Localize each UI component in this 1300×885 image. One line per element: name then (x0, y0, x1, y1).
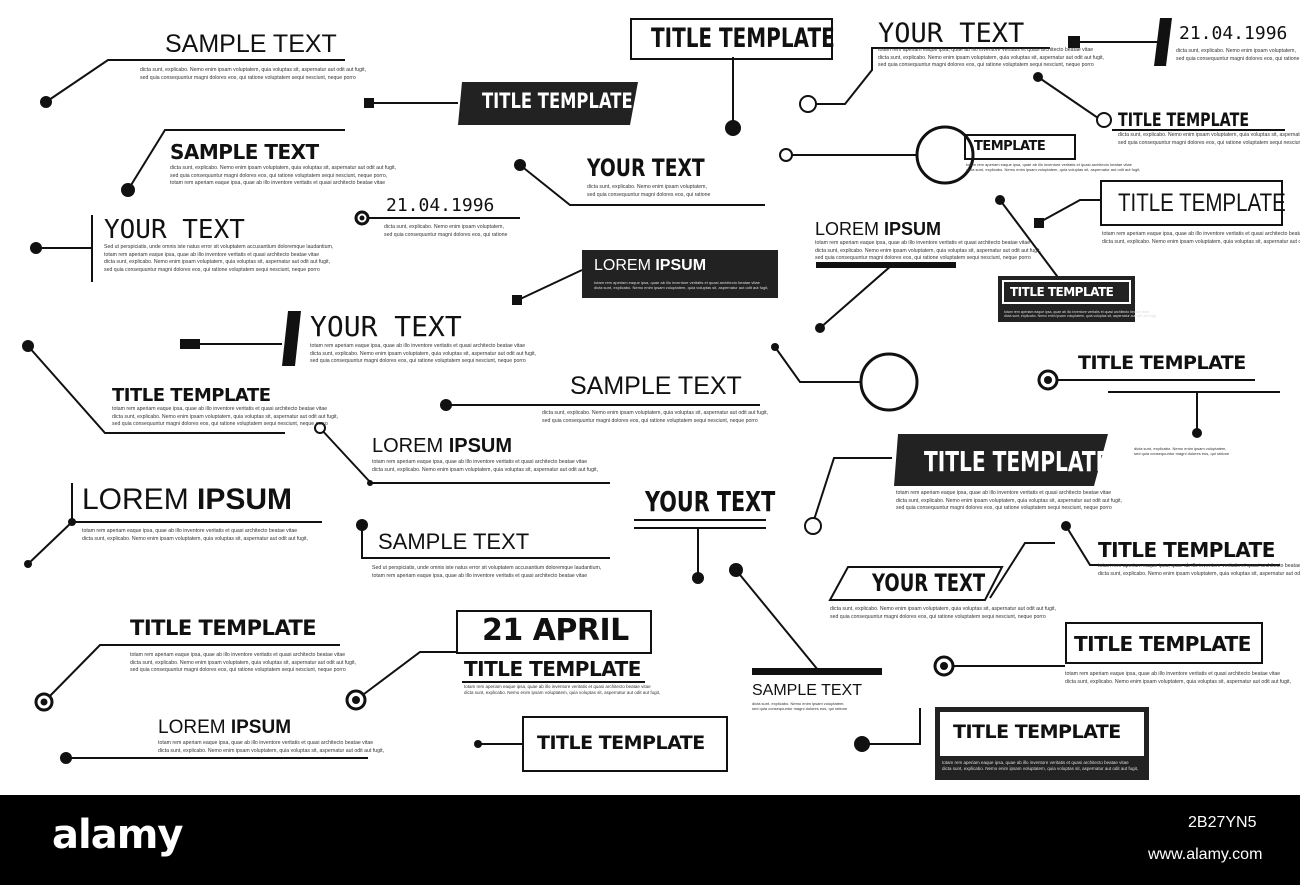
your-text-condensed: YOUR TEXT (587, 154, 705, 182)
inner-title-box (1002, 280, 1131, 304)
lorem-ipsum-bottom: LOREM IPSUM (158, 717, 292, 738)
title-box (1100, 180, 1283, 226)
title-template-box-right: TITLE TEMPLATE (1074, 632, 1251, 656)
body-text: totam rem aperiam eaque ipsa, quae ab il… (594, 280, 769, 290)
body-text: totam rem aperiam eaque ipsa, quae ab il… (310, 343, 537, 364)
title-template-left: TITLE TEMPLATE (112, 385, 271, 406)
inner-title-box (940, 712, 1144, 756)
your-text-heading: YOUR TEXT (878, 18, 1025, 49)
date-label: 21.04.1996 (1179, 23, 1288, 44)
title-box (1065, 622, 1263, 664)
body-text: totam rem aperiam eaque ipsa, quae ab il… (1098, 563, 1300, 577)
title-template-dark-bottom: TITLE TEMPLATE (953, 721, 1121, 743)
body-text: dicta sunt, explicabo. Nemo enim ipsam v… (587, 184, 711, 198)
sample-text-bold: SAMPLE TEXT (170, 140, 319, 164)
title-template-april: TITLE TEMPLATE (464, 657, 641, 681)
body-text: dicta sunt, explicabo. Nemo enim ipsam v… (1118, 132, 1300, 146)
title-template-banner: TITLE TEMPLATE (482, 89, 633, 113)
site-url: www.alamy.com (1148, 846, 1263, 863)
body-text: totam rem aperiam eaque ipsa, quae ab il… (815, 240, 1042, 261)
body-text: Sed ut perspiciatis, unde omnis iste nat… (104, 244, 334, 273)
body-text: totam rem aperiam eaque ipsa, quae ab il… (130, 652, 357, 673)
title-template-dark-banner: TITLE TEMPLATE (924, 445, 1110, 478)
body-text: totam rem aperiam eaque ipsa, quae ab il… (1065, 671, 1292, 685)
title-template-small: TITLE TEMPLATE (1118, 109, 1250, 131)
april-box (456, 610, 652, 654)
body-text: totam rem aperiam eaque ipsa, quae ab il… (1102, 231, 1300, 245)
body-text: totam rem aperiam eaque ipsa, quae ab il… (878, 47, 1105, 68)
dark-box (582, 250, 778, 298)
sample-text-lower: SAMPLE TEXT (378, 529, 530, 554)
body-text: dicta sunt, explicabo. Nemo enim ipsam v… (170, 165, 397, 186)
template-box (964, 134, 1076, 160)
body-text: totam rem aperiam eaque ipsa, quae ab il… (372, 459, 599, 473)
body-text: totam rem aperiam eaque ipsa, quae ab il… (464, 684, 661, 695)
body-text: totam rem aperiam eaque ipsa, quae ab il… (1004, 310, 1157, 318)
title-template-dark-label: TITLE TEMPLATE (1010, 285, 1114, 299)
body-text: totam rem aperiam eaque ipsa, quae ab il… (942, 760, 1139, 771)
title-template-right: TITLE TEMPLATE (1078, 352, 1246, 374)
body-text: dicta sunt, explicabo. Nemo enim ipsam v… (542, 410, 769, 424)
title-box (630, 18, 833, 60)
lorem-ipsum-big: LOREM IPSUM (82, 483, 293, 516)
dark-box (998, 276, 1135, 322)
body-text: totam rem aperiam eaque ipsa, quae ab il… (112, 406, 339, 427)
image-id: 2B27YN5 (1188, 814, 1257, 831)
sample-text-center: SAMPLE TEXT (570, 372, 742, 400)
brand-logo: alamy (52, 812, 183, 858)
lorem-ipsum-center: LOREM IPSUM (372, 435, 513, 457)
body-text: Sed ut perspiciatis, unde omnis iste nat… (372, 565, 602, 579)
body-text: dicta sunt, explicabo. Nemo enim ipsam v… (830, 606, 1057, 620)
connector-lines (22, 18, 1285, 764)
title-template-box-label: TITLE TEMPLATE (651, 23, 835, 54)
lorem-ipsum-dark: LOREM IPSUM (594, 257, 707, 274)
body-text: totam rem aperiam eaque ipsa, quae ab il… (896, 490, 1123, 511)
body-text: dicta sunt, explicabo. Nemo enim ipsam v… (384, 224, 508, 238)
title-box (522, 716, 728, 772)
lorem-ipsum-label: LOREM IPSUM (815, 219, 942, 239)
title-template-label: TITLE TEMPLATE (1118, 189, 1286, 217)
body-text: totam rem aperiam eaque ipsa, quae ab il… (82, 528, 309, 542)
sample-text-heading: SAMPLE TEXT (165, 30, 337, 58)
your-text-large: YOUR TEXT (104, 215, 245, 245)
body-text: dicta sunt, explicabo. Nemo enim ipsam v… (140, 67, 367, 81)
body-text: totam rem aperiam eaque ipsa, quae ab il… (158, 740, 385, 754)
date-label: 21.04.1996 (386, 195, 495, 216)
title-template-lower-left: TITLE TEMPLATE (130, 616, 317, 640)
your-text-slab: YOUR TEXT (310, 310, 462, 343)
body-text: dicta sunt, explicabo. Nemo enim ipsam v… (1134, 446, 1230, 456)
your-text-condensed-lower: YOUR TEXT (645, 485, 776, 518)
title-template-box-bottom: TITLE TEMPLATE (537, 732, 705, 754)
title-template-lower-right: TITLE TEMPLATE (1098, 538, 1275, 562)
body-text: dicta sunt, explicabo. Nemo enim ipsam v… (1176, 48, 1300, 62)
template-label: TEMPLATE (974, 139, 1046, 154)
april-label: 21 APRIL (482, 613, 629, 648)
callout-canvas: SAMPLE TEXT dicta sunt, explicabo. Nemo … (22, 18, 1300, 780)
body-text: totam rem aperiam eaque ipsa, quae ab il… (966, 162, 1141, 172)
sample-text-small: SAMPLE TEXT (752, 682, 862, 699)
your-text-parallelogram: YOUR TEXT (872, 569, 986, 597)
body-text: dicta sunt, explicabo. Nemo enim ipsam v… (752, 701, 848, 711)
watermark-bar (0, 795, 1300, 885)
